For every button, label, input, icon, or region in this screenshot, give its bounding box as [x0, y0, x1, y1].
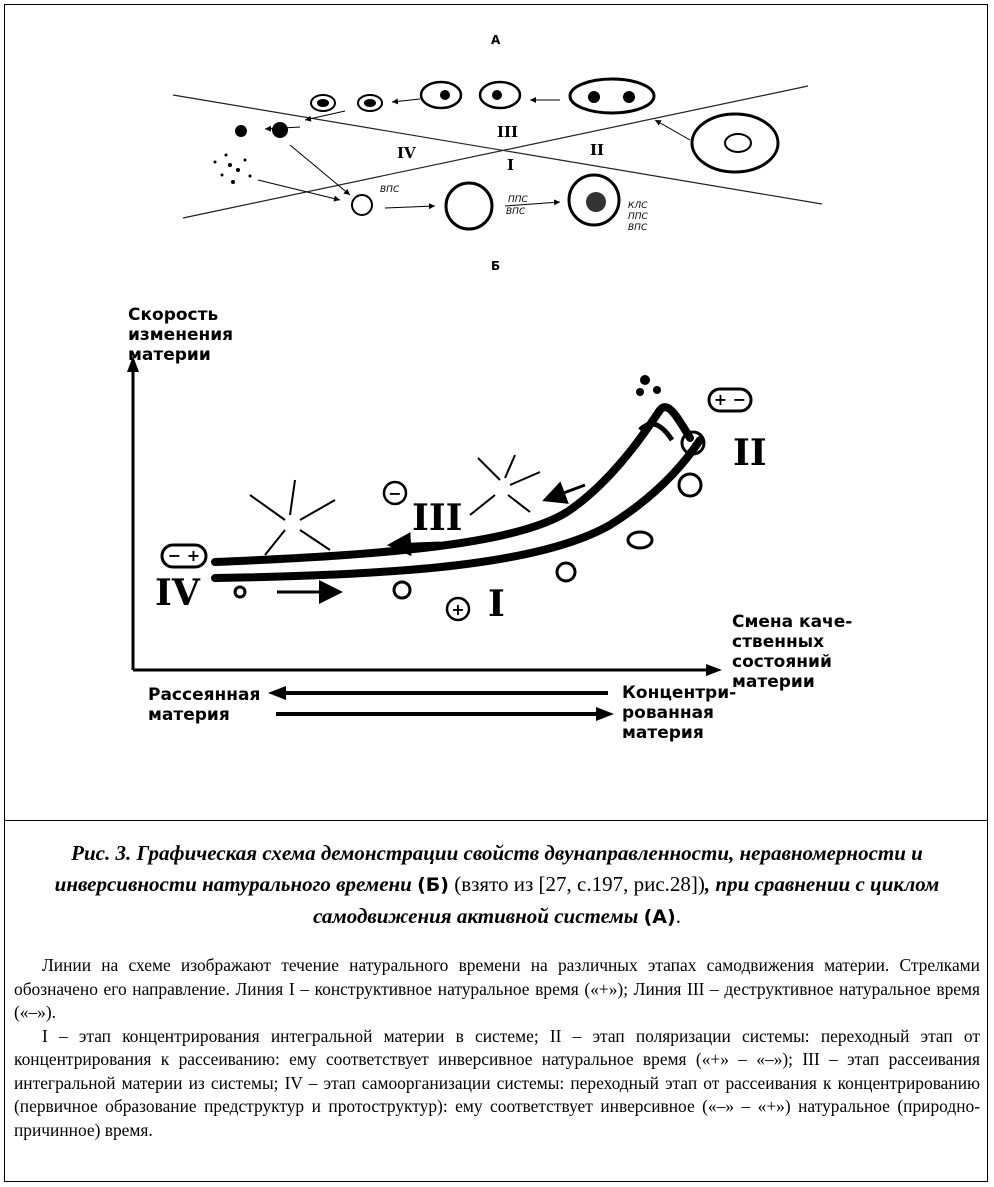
stage-ii-label: II [733, 432, 767, 474]
x-axis-label-1: Смена каче- [732, 612, 852, 632]
x-axis-label-4: материи [732, 672, 815, 692]
concentrated-matter-label-2: рованная [622, 703, 714, 723]
stage-i-label: I [488, 583, 505, 625]
svg-text:−: − [388, 484, 401, 503]
caption-ref-a: (А) [644, 906, 676, 928]
panel-b-diagram: Скорость изменения материи Смена каче- с… [0, 0, 994, 820]
stage-iv-sign: − + [162, 545, 206, 567]
x-axis-label-2: ственных [732, 632, 824, 652]
concentrated-matter-label-1: Концентри- [622, 683, 736, 703]
caption-ref-b: (Б) [417, 874, 449, 896]
svg-text:− +: − + [168, 546, 200, 565]
svg-text:+ −: + − [714, 390, 746, 409]
y-axis-label-1: Скорость [128, 305, 218, 325]
explanation-paragraph-2: I – этап концентрирования интегральной м… [14, 1025, 980, 1143]
concentrated-matter-label-3: материя [622, 723, 704, 743]
stage-iii-sign: − [384, 482, 406, 504]
explanation-text: Линии на схеме изображают течение натура… [14, 954, 980, 1142]
caption-divider [4, 820, 988, 821]
x-axis-label-3: состояний [732, 652, 832, 672]
burst-top [636, 375, 661, 396]
figure-caption: Рис. 3. Графическая схема демонстрации с… [20, 838, 974, 933]
caption-end: . [676, 904, 681, 928]
burst-middle [470, 455, 540, 515]
stage-iv-label: IV [155, 572, 201, 614]
scattered-matter-label-1: Рассеянная [148, 685, 260, 705]
y-axis-label-3: материи [128, 345, 211, 365]
scattered-matter-label-2: материя [148, 705, 230, 725]
explanation-paragraph-1: Линии на схеме изображают течение натура… [14, 954, 980, 1025]
stage-i-sign: + [447, 598, 469, 620]
burst-left [250, 480, 335, 555]
y-axis-label-2: изменения [128, 325, 233, 345]
caption-source: (взято из [27, с.197, рис.28]) [449, 872, 705, 896]
svg-text:+: + [451, 600, 464, 619]
stage-ii-sign: + − [709, 389, 751, 411]
stage-iii-label: III [412, 497, 463, 539]
